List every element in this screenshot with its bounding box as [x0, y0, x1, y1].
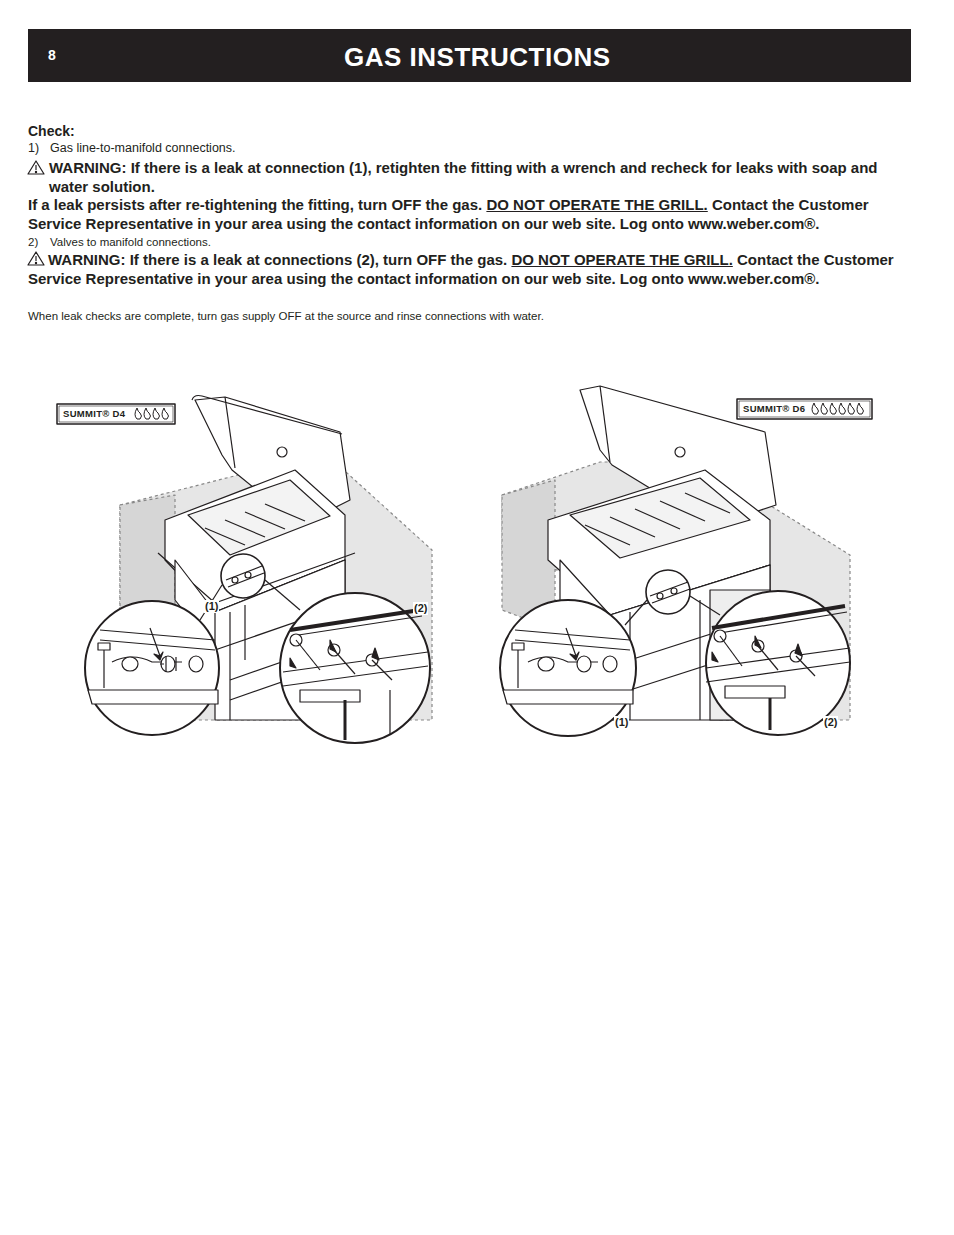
check-heading: Check: — [28, 123, 75, 139]
model-badge: SUMMIT® D6 — [737, 399, 872, 419]
emphasis-text: DO NOT OPERATE THE GRILL. — [486, 196, 707, 213]
text-paragraph: 2)Valves to manifold connections. — [28, 235, 910, 249]
model-badge: SUMMIT® D4 — [57, 404, 175, 424]
note-text: When leak checks are complete, turn gas … — [28, 310, 544, 322]
grill-d6 — [500, 386, 850, 736]
header-bar: 8 GAS INSTRUCTIONS — [28, 29, 911, 82]
callout-number: (1) — [614, 716, 629, 729]
page-title: GAS INSTRUCTIONS — [344, 42, 611, 73]
text-paragraph: WARNING: If there is a leak at connectio… — [49, 158, 911, 196]
text-paragraph: If a leak persists after re-tightening t… — [28, 195, 910, 233]
warning-text: WARNING: If there is a leak at connectio… — [49, 159, 877, 195]
text-paragraph: When leak checks are complete, turn gas … — [28, 309, 910, 323]
step-number: 1) — [28, 141, 50, 156]
page-number: 8 — [48, 47, 56, 63]
badge-text: SUMMIT® D6 — [743, 402, 872, 415]
step-text: Valves to manifold connections. — [50, 236, 211, 248]
step-number: 2) — [28, 235, 50, 249]
badge-frame — [57, 399, 872, 424]
callout-number: (1) — [204, 600, 219, 613]
text-paragraph: 1)Gas line-to-manifold connections. — [28, 141, 910, 156]
text-paragraph: WARNING: If there is a leak at connectio… — [28, 250, 910, 288]
grill-d4 — [85, 396, 432, 744]
step-text: Gas line-to-manifold connections. — [50, 141, 236, 155]
warning-icon — [28, 161, 44, 265]
badge-text: SUMMIT® D4 — [63, 407, 175, 420]
callout-number: (2) — [823, 716, 838, 729]
text-paragraph: Check: — [28, 123, 910, 140]
instruction-text: If a leak persists after re-tightening t… — [28, 196, 482, 213]
emphasis-text: DO NOT OPERATE THE GRILL. — [511, 251, 732, 268]
warning-text: WARNING: If there is a leak at connectio… — [48, 251, 507, 268]
callout-number: (2) — [413, 602, 428, 615]
